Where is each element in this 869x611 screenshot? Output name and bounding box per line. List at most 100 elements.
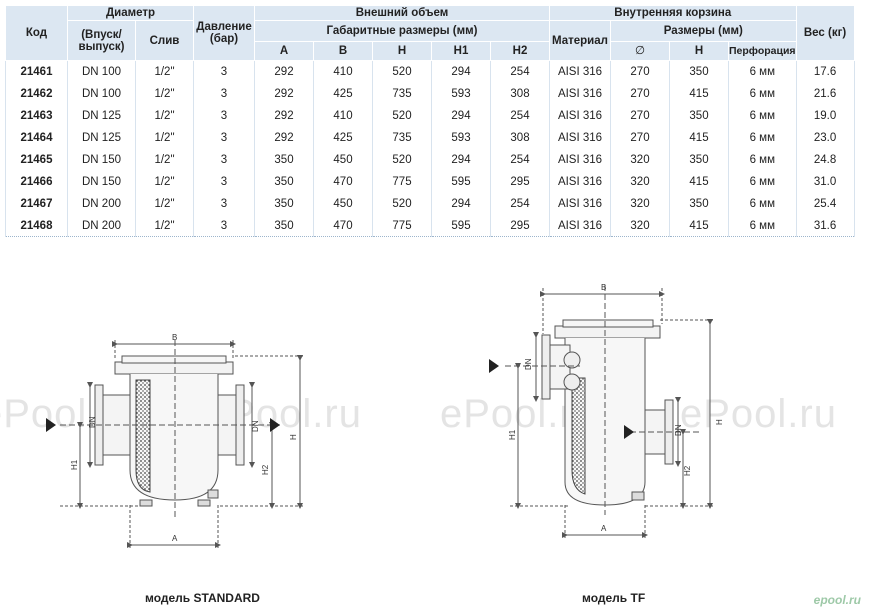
table-cell: 21465 bbox=[5, 148, 68, 171]
std-label-dn-right: DN bbox=[251, 420, 260, 432]
table-cell: 254 bbox=[490, 192, 550, 215]
table-cell: DN 125 bbox=[67, 104, 136, 127]
caption-tf: модель TF bbox=[582, 591, 646, 605]
header-weight: Вес (кг) bbox=[795, 5, 855, 61]
header-pressure: Давление (бар) bbox=[193, 5, 255, 61]
table-cell: 1/2" bbox=[135, 82, 194, 105]
caption-standard: модель STANDARD bbox=[145, 591, 260, 605]
table-cell: 6 мм bbox=[728, 214, 797, 237]
std-label-a: A bbox=[172, 534, 178, 543]
table-cell: 6 мм bbox=[728, 148, 797, 171]
table-cell: 520 bbox=[372, 104, 432, 127]
table-cell: 31.0 bbox=[795, 170, 855, 193]
table-cell: DN 200 bbox=[67, 214, 136, 237]
table-cell: 1/2" bbox=[135, 126, 194, 149]
header-material: Материал bbox=[549, 20, 611, 61]
table-cell: 775 bbox=[372, 170, 432, 193]
table-cell: DN 150 bbox=[67, 148, 136, 171]
table-cell: 320 bbox=[610, 148, 670, 171]
table-cell: 3 bbox=[193, 148, 255, 171]
table-cell: AISI 316 bbox=[549, 170, 611, 193]
table-cell: 254 bbox=[490, 148, 550, 171]
table-cell: 425 bbox=[313, 126, 373, 149]
header-b: B bbox=[313, 41, 373, 61]
table-cell: 735 bbox=[372, 82, 432, 105]
header-h1: H1 bbox=[431, 41, 491, 61]
table-cell: 6 мм bbox=[728, 170, 797, 193]
table-cell: 254 bbox=[490, 104, 550, 127]
tf-inlet-arrow bbox=[489, 359, 499, 373]
table-cell: 350 bbox=[254, 192, 314, 215]
standard-inlet-arrow bbox=[46, 418, 56, 432]
std-label-h: H bbox=[289, 434, 298, 440]
table-cell: 1/2" bbox=[135, 192, 194, 215]
table-cell: 294 bbox=[431, 148, 491, 171]
header-a: A bbox=[254, 41, 314, 61]
table-cell: DN 200 bbox=[67, 192, 136, 215]
table-cell: 21.6 bbox=[795, 82, 855, 105]
table-cell: 410 bbox=[313, 104, 373, 127]
table-cell: AISI 316 bbox=[549, 214, 611, 237]
table-cell: 3 bbox=[193, 104, 255, 127]
std-label-h1: H1 bbox=[70, 459, 79, 470]
table-cell: 295 bbox=[490, 214, 550, 237]
table-cell: 410 bbox=[313, 60, 373, 83]
table-cell: 6 мм bbox=[728, 104, 797, 127]
table-cell: 270 bbox=[610, 82, 670, 105]
table-cell: 270 bbox=[610, 104, 670, 127]
table-cell: 292 bbox=[254, 104, 314, 127]
table-cell: 350 bbox=[669, 104, 729, 127]
header-drain: Слив bbox=[135, 20, 194, 61]
tf-model-drawing bbox=[505, 285, 715, 540]
table-cell: 320 bbox=[610, 170, 670, 193]
table-cell: 31.6 bbox=[795, 214, 855, 237]
table-cell: 350 bbox=[669, 60, 729, 83]
table-cell: 1/2" bbox=[135, 214, 194, 237]
table-cell: 3 bbox=[193, 126, 255, 149]
table-cell: 470 bbox=[313, 214, 373, 237]
table-cell: 6 мм bbox=[728, 192, 797, 215]
epool-logo: epool.ru bbox=[813, 593, 861, 607]
table-cell: 24.8 bbox=[795, 148, 855, 171]
table-cell: 593 bbox=[431, 82, 491, 105]
table-cell: 3 bbox=[193, 192, 255, 215]
table-cell: 292 bbox=[254, 126, 314, 149]
table-cell: 775 bbox=[372, 214, 432, 237]
tf-label-dn-left: DN bbox=[524, 358, 533, 370]
table-cell: 520 bbox=[372, 148, 432, 171]
header-sizes: Размеры (мм) bbox=[610, 20, 797, 42]
header-inlet-outlet: (Впуск/ выпуск) bbox=[67, 20, 136, 61]
table-cell: AISI 316 bbox=[549, 82, 611, 105]
table-cell: DN 150 bbox=[67, 170, 136, 193]
tf-label-h1: H1 bbox=[508, 429, 517, 440]
table-cell: 23.0 bbox=[795, 126, 855, 149]
table-cell: 350 bbox=[669, 192, 729, 215]
table-cell: 294 bbox=[431, 192, 491, 215]
tf-label-h: H bbox=[715, 419, 724, 425]
table-cell: 270 bbox=[610, 126, 670, 149]
table-cell: 294 bbox=[431, 60, 491, 83]
std-label-h2: H2 bbox=[261, 464, 270, 475]
table-cell: 595 bbox=[431, 170, 491, 193]
table-cell: 295 bbox=[490, 170, 550, 193]
table-cell: 21462 bbox=[5, 82, 68, 105]
tf-label-a: A bbox=[601, 524, 607, 533]
table-cell: 3 bbox=[193, 82, 255, 105]
header-outer-volume: Внешний объем bbox=[254, 5, 550, 21]
table-cell: 350 bbox=[254, 214, 314, 237]
header-code: Код bbox=[5, 5, 68, 61]
table-cell: DN 100 bbox=[67, 82, 136, 105]
table-cell: 21464 bbox=[5, 126, 68, 149]
table-cell: 1/2" bbox=[135, 170, 194, 193]
table-cell: 19.0 bbox=[795, 104, 855, 127]
tf-label-dn-right: DN bbox=[674, 424, 683, 436]
specs-table: Код Диаметр Давление (бар) Внешний объем… bbox=[5, 5, 855, 237]
table-cell: 21461 bbox=[5, 60, 68, 83]
table-cell: 21467 bbox=[5, 192, 68, 215]
table-cell: 520 bbox=[372, 60, 432, 83]
table-cell: 3 bbox=[193, 214, 255, 237]
table-cell: 350 bbox=[254, 148, 314, 171]
